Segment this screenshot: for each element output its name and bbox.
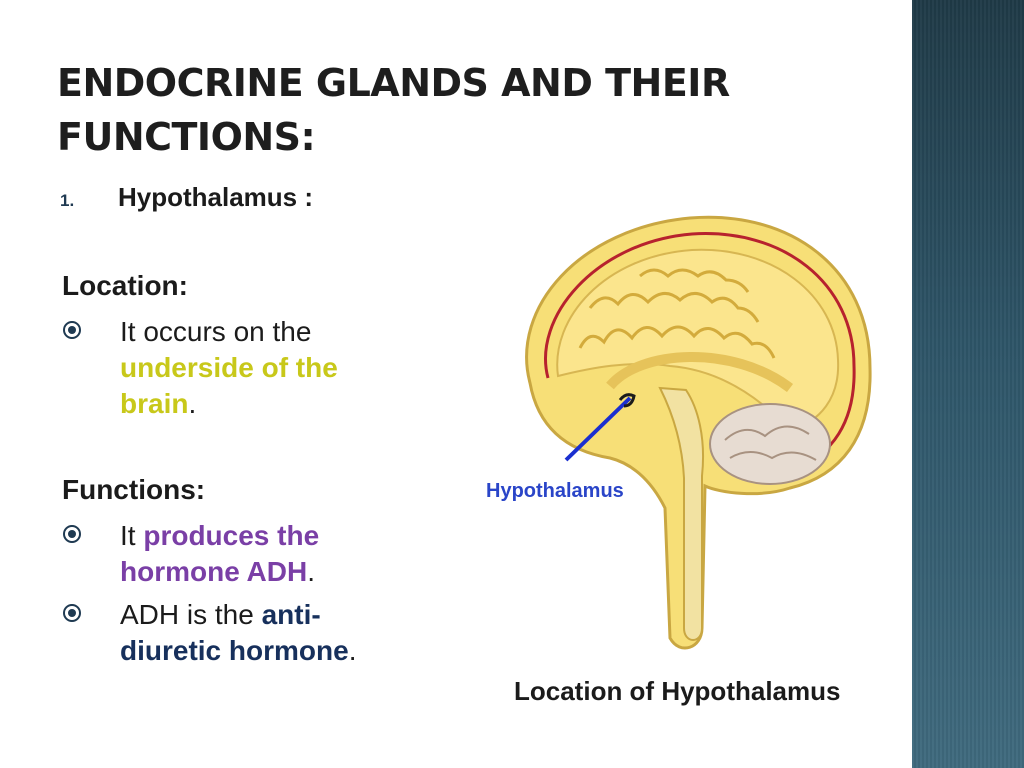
item-label: Hypothalamus :	[118, 182, 314, 212]
brain-diagram: Hypothalamus	[486, 215, 872, 650]
location-bullet-text: It occurs on the underside of the brain.	[120, 316, 338, 419]
location-heading: Location:	[62, 270, 188, 301]
location-bullet: It occurs on the underside of the brain.	[62, 314, 422, 422]
function-bullet-2-text: ADH is the anti-diuretic hormone.	[120, 599, 357, 666]
function-bullet-1: It produces the hormone ADH.	[62, 518, 422, 590]
circled-dot-icon	[62, 597, 120, 669]
hypothalamus-pointer-line	[564, 396, 632, 462]
slide-title: ENDOCRINE GLANDS AND THEIR FUNCTIONS:	[57, 61, 730, 159]
function-bullet-2: ADH is the anti-diuretic hormone.	[62, 597, 422, 669]
figure-caption: Location of Hypothalamus	[514, 676, 841, 706]
hypothalamus-pointer-label: Hypothalamus	[486, 480, 624, 502]
function-bullet-1-text: It produces the hormone ADH.	[120, 520, 320, 587]
brainstem	[658, 386, 705, 641]
numbered-item: 1. Hypothalamus :	[60, 182, 313, 213]
function-2-highlight: anti-diuretic hormone	[120, 599, 349, 666]
item-number: 1.	[60, 191, 75, 210]
location-highlight: underside of the brain	[120, 352, 338, 419]
side-decorative-band	[912, 0, 1024, 768]
functions-heading: Functions:	[62, 474, 206, 505]
function-1-highlight: produces the hormone ADH	[120, 520, 320, 587]
circled-dot-icon	[62, 314, 120, 422]
cerebellum	[709, 403, 831, 485]
circled-dot-icon	[62, 518, 120, 590]
